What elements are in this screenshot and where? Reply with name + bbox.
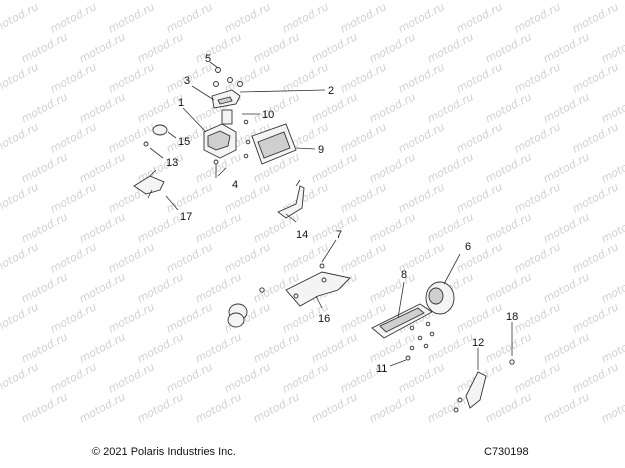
part-2-bracket <box>211 89 241 109</box>
callout-11: 11 <box>376 363 387 375</box>
callout-12: 12 <box>472 337 484 349</box>
part-11-screw <box>405 355 411 361</box>
diagram-code: C730198 <box>484 446 529 458</box>
part-18-screw <box>509 359 515 365</box>
part-6-horn <box>425 281 455 315</box>
part-5-screws <box>213 67 243 87</box>
callout-8: 8 <box>401 269 407 281</box>
callout-6: 6 <box>465 241 471 253</box>
callout-13: 13 <box>166 157 178 169</box>
part-16-bracket <box>285 263 351 307</box>
callout-15: 15 <box>178 136 190 148</box>
part-14-bracket <box>277 179 305 219</box>
callout-18: 18 <box>506 311 518 323</box>
callout-1: 1 <box>178 97 184 109</box>
part-12-bracket <box>453 371 487 413</box>
callout-numbers: 1 2 3 4 5 6 7 8 9 10 11 12 13 14 15 16 1… <box>166 53 518 375</box>
part-oring-pair <box>227 303 248 328</box>
callout-2: 2 <box>328 85 334 97</box>
part-15-ring <box>152 124 168 136</box>
callout-7: 7 <box>336 229 342 241</box>
callout-16: 16 <box>318 313 330 325</box>
callout-4: 4 <box>232 179 238 191</box>
part-8-fuse-block <box>371 303 435 351</box>
copyright-text: © 2021 Polaris Industries Inc. <box>92 446 236 458</box>
callout-9: 9 <box>318 144 324 156</box>
callout-17: 17 <box>180 211 192 223</box>
callout-14: 14 <box>296 229 308 241</box>
callout-5: 5 <box>205 53 211 65</box>
part-17-harness <box>133 169 165 199</box>
part-9-ecu <box>243 119 297 165</box>
leader-lines <box>149 61 513 370</box>
part-1-module <box>203 109 237 159</box>
callout-3: 3 <box>184 75 190 87</box>
part-13-screw <box>143 141 149 147</box>
callout-10: 10 <box>262 109 274 121</box>
part-5-screw-lower <box>259 287 265 293</box>
part-4-bolt <box>213 159 219 178</box>
